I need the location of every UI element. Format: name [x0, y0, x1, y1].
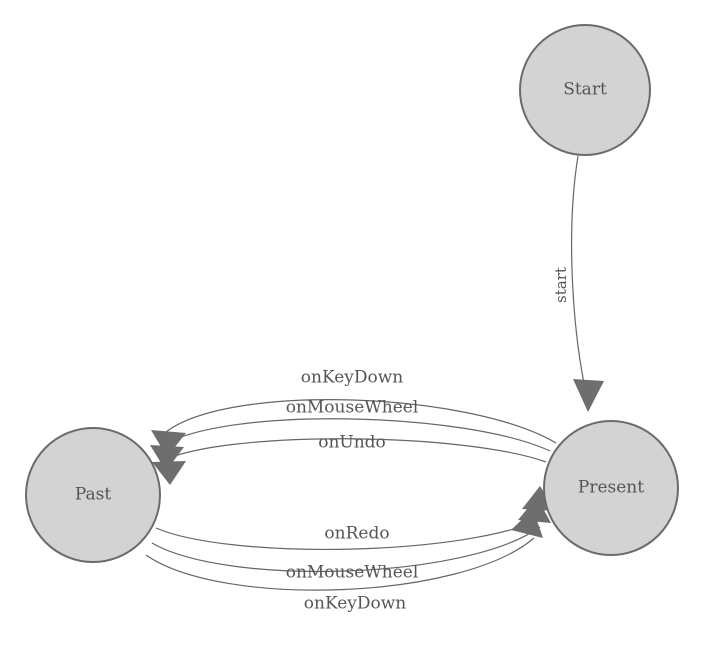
edge-label-past-to-present-keydown: onKeyDown: [304, 594, 407, 614]
edge-label-group: start onKeyDown onMouseWheel onUndo onRe…: [286, 267, 570, 613]
node-present[interactable]: Present: [543, 420, 679, 556]
edge-present-to-past-keydown[interactable]: [165, 399, 557, 444]
edge-past-to-present-mousewheel[interactable]: [151, 526, 541, 573]
edge-label-present-to-past-mousewheel: onMouseWheel: [286, 398, 419, 418]
arrowhead-past-to-present-keydown: [511, 509, 543, 538]
node-present-label: Present: [578, 478, 644, 498]
node-start-label: Start: [563, 80, 607, 100]
node-start-circle[interactable]: [519, 24, 651, 156]
node-past[interactable]: Past: [25, 427, 161, 563]
arrowhead-present-to-past-undo: [152, 461, 186, 485]
edge-label-past-to-present-redo: onRedo: [324, 524, 389, 544]
edge-group: [145, 155, 604, 591]
node-start[interactable]: Start: [519, 24, 651, 156]
edge-label-past-to-present-mousewheel: onMouseWheel: [286, 563, 419, 583]
edge-label-start: start: [552, 267, 570, 303]
edge-start-to-present[interactable]: [571, 155, 588, 399]
edge-present-to-past-mousewheel[interactable]: [161, 418, 551, 452]
edge-present-to-past-undo[interactable]: [159, 438, 547, 463]
node-past-circle[interactable]: [25, 427, 161, 563]
node-past-label: Past: [75, 485, 112, 505]
node-present-circle[interactable]: [543, 420, 679, 556]
edge-label-present-to-past-keydown: onKeyDown: [301, 368, 404, 388]
arrowhead-present-to-past-mousewheel: [150, 445, 184, 471]
edge-past-to-present-redo[interactable]: [155, 516, 546, 550]
edge-past-to-present-keydown[interactable]: [145, 537, 535, 591]
arrowhead-present-to-past-keydown: [151, 430, 186, 457]
edge-label-present-to-past-undo: onUndo: [318, 433, 386, 453]
arrowhead-start-to-present: [573, 379, 604, 412]
